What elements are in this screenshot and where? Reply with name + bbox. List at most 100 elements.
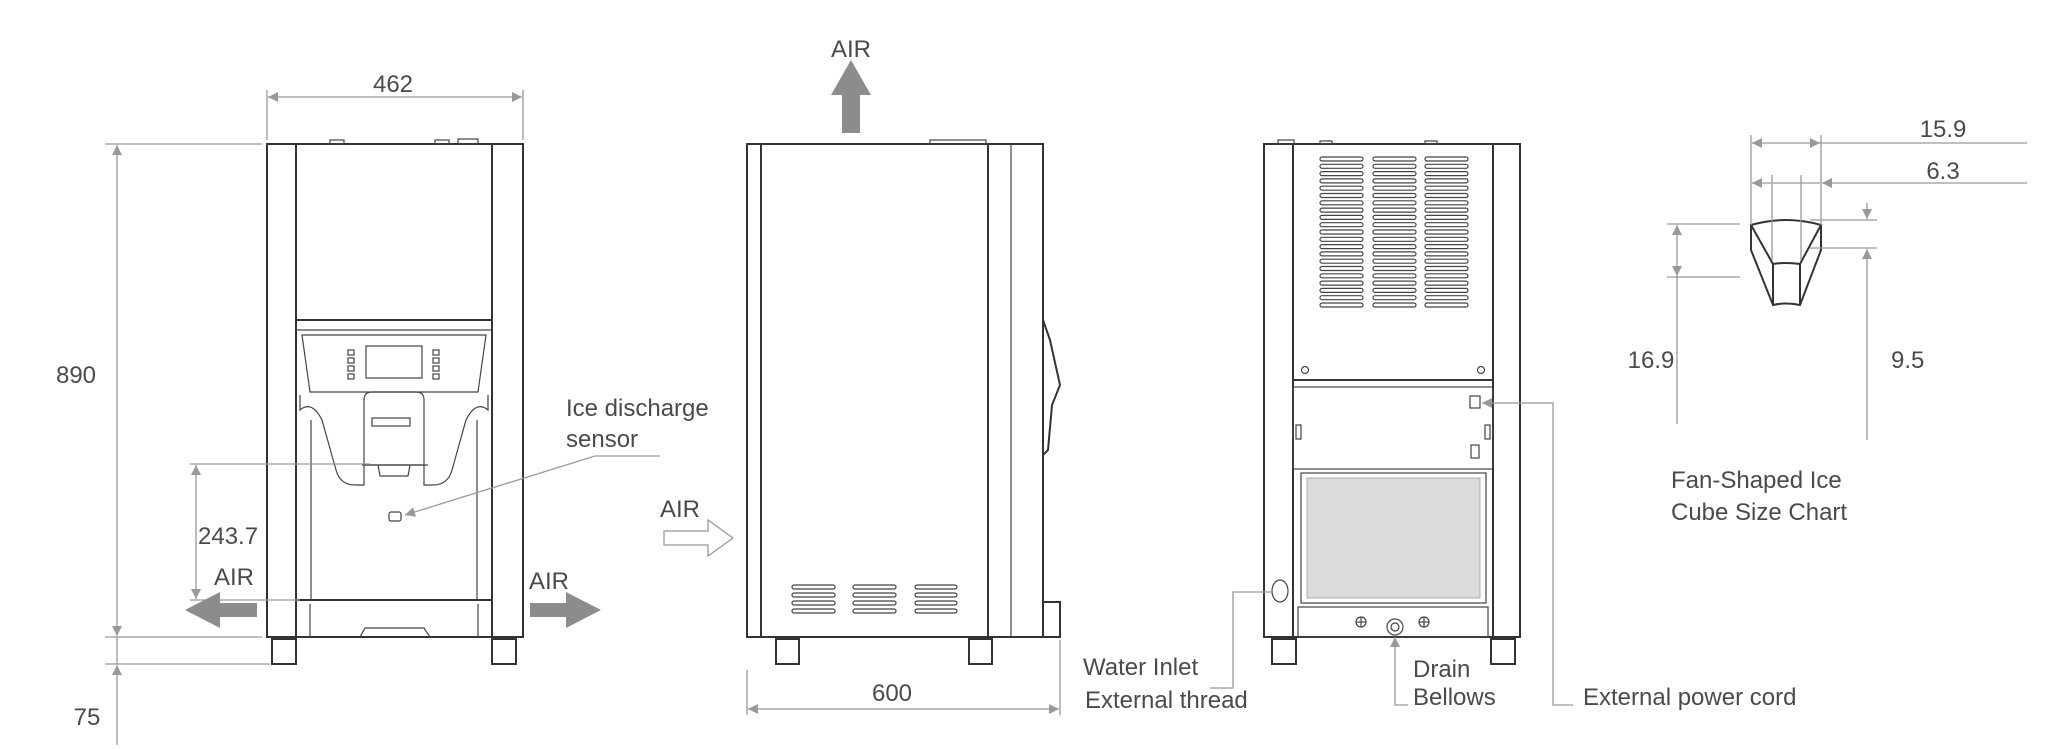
back-upper-vents — [1319, 156, 1469, 308]
vent-slot — [1319, 171, 1364, 177]
vent-slot — [1372, 192, 1417, 199]
side-vents — [791, 584, 958, 614]
vent-slot — [1372, 171, 1417, 177]
power-cord-socket — [1469, 395, 1481, 409]
vent-slot — [1319, 192, 1364, 199]
outlet-height-dimension: 243.7 — [198, 523, 258, 550]
air-right-arrow-icon — [530, 592, 601, 628]
sensor-label-line1: Ice discharge — [566, 395, 709, 422]
foot — [1271, 638, 1297, 665]
vent-slot — [1372, 273, 1417, 279]
vent-slot — [1424, 207, 1469, 213]
vent-slot — [1372, 222, 1417, 228]
ice-chute — [363, 391, 425, 466]
vent-slot — [1319, 302, 1364, 308]
front-view: 462 890 75 243.7 AIR AIR Ice discharge s… — [56, 71, 709, 745]
vent-slot — [1424, 185, 1469, 191]
vent-slot — [1372, 265, 1417, 272]
feet-height-dimension: 75 — [74, 704, 101, 731]
vent-slot — [1372, 156, 1417, 162]
air-top-label: AIR — [831, 36, 871, 63]
condenser-grille — [1300, 472, 1487, 604]
power-cord-label: External power cord — [1583, 684, 1796, 711]
width-dimension: 462 — [373, 71, 413, 98]
vent-slot — [1372, 236, 1417, 242]
air-up-arrow-icon — [831, 60, 871, 133]
vent-slot — [1424, 295, 1469, 301]
vent-slot — [1372, 287, 1417, 293]
vent-slot — [1319, 244, 1364, 250]
vent-slot — [1372, 229, 1417, 235]
vent-slot — [1319, 295, 1364, 301]
electrical-panel — [1292, 386, 1494, 470]
water-inlet-thread-label: External thread — [1085, 687, 1248, 714]
vent-slot — [1319, 273, 1364, 279]
foot — [271, 638, 297, 665]
vent-slot — [1424, 273, 1469, 279]
air-left-arrow-icon — [185, 592, 257, 628]
vent-slot — [1424, 163, 1469, 169]
vent-slot — [1372, 280, 1417, 286]
cube-chart-title-line1: Fan-Shaped Ice — [1671, 467, 1842, 494]
vent-slot — [1372, 185, 1417, 191]
vent-slot — [1319, 207, 1364, 213]
drain-port — [1386, 618, 1404, 636]
vent-slot — [1319, 258, 1364, 264]
height-dimension: 890 — [56, 362, 96, 389]
vent-slot — [1424, 214, 1469, 220]
water-inlet-port — [1271, 579, 1289, 603]
vent-slot — [1319, 280, 1364, 286]
vent-slot — [1319, 163, 1364, 169]
vent-slot — [1424, 244, 1469, 250]
foot — [1490, 638, 1516, 665]
vent-slot — [1319, 236, 1364, 242]
vent-slot — [1424, 265, 1469, 272]
vent-slot — [1424, 287, 1469, 293]
control-buttons — [347, 349, 440, 380]
vent-slot — [1319, 185, 1364, 191]
side-view: AIR AIR 600 — [660, 36, 1062, 715]
vent-slot — [1372, 200, 1417, 206]
air-left-label: AIR — [214, 564, 254, 591]
drain-bellows-label: Bellows — [1413, 684, 1496, 711]
ice-cube-size-chart: 15.9 6.3 16.9 9.5 Fan-Shaped Ice Cube Si… — [1628, 116, 2027, 526]
ice-cube-shape — [1749, 219, 1823, 307]
air-in-arrow-icon — [663, 518, 735, 558]
ice-discharge-sensor — [388, 511, 402, 522]
cube-chart-title-line2: Cube Size Chart — [1671, 499, 1847, 526]
vent-slot — [1424, 192, 1469, 199]
foot — [968, 638, 993, 665]
vent-slot — [1319, 265, 1364, 272]
cube-width-outer: 15.9 — [1920, 116, 1967, 143]
vent-slot — [1319, 222, 1364, 228]
vent-slot — [1424, 258, 1469, 264]
vent-slot — [1424, 236, 1469, 242]
display-screen — [365, 345, 423, 379]
vent-slot — [1372, 295, 1417, 301]
side-handle — [1042, 319, 1062, 456]
vent-slot — [1424, 302, 1469, 308]
vent-slot — [1424, 222, 1469, 228]
back-view: Water Inlet External thread Drain Bellow… — [1083, 139, 1796, 714]
vent-slot — [1424, 200, 1469, 206]
vent-slot — [1372, 178, 1417, 184]
vent-slot — [1424, 280, 1469, 286]
vent-slot — [1372, 251, 1417, 257]
cube-width-inner: 6.3 — [1926, 158, 1959, 185]
vent-slot — [1424, 178, 1469, 184]
drip-tray — [359, 627, 431, 638]
control-panel — [301, 334, 487, 393]
cube-height-total: 16.9 — [1628, 347, 1675, 374]
vent-slot — [1372, 163, 1417, 169]
vent-slot — [1372, 258, 1417, 264]
foot — [491, 638, 517, 665]
vent-slot — [1424, 156, 1469, 162]
vent-slot — [1319, 229, 1364, 235]
vent-slot — [1372, 214, 1417, 220]
foot — [775, 638, 800, 665]
vent-slot — [1424, 229, 1469, 235]
air-in-label: AIR — [660, 496, 700, 523]
vent-slot — [1319, 287, 1364, 293]
sensor-label-line2: sensor — [566, 426, 638, 453]
